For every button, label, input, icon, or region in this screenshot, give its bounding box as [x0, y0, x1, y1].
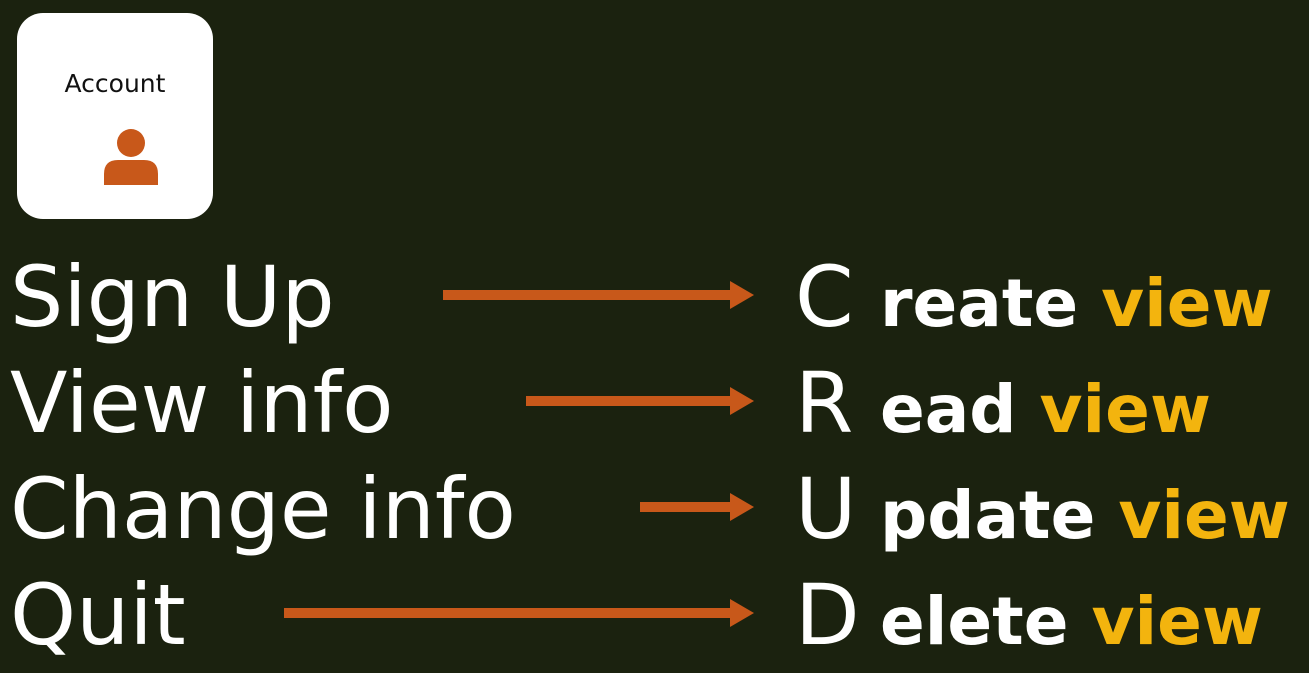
delete-word: elete	[880, 583, 1069, 660]
arrow-icon	[284, 599, 754, 627]
mapping-row-read: View info R ead view	[0, 353, 1309, 461]
change-info-label: Change info	[10, 460, 516, 558]
delete-letter: D	[795, 566, 860, 664]
read-letter: R	[795, 354, 854, 452]
view-keyword: view	[1091, 583, 1263, 660]
person-icon	[104, 129, 158, 185]
arrow-icon	[640, 493, 754, 521]
account-card-title: Account	[64, 69, 166, 98]
create-view-label: reate view	[880, 271, 1273, 337]
arrow-icon	[443, 281, 754, 309]
account-card[interactable]: Account	[17, 13, 213, 219]
mapping-row-create: Sign Up C reate view	[0, 247, 1309, 355]
create-word: reate	[880, 265, 1079, 342]
create-letter: C	[795, 248, 854, 346]
mapping-row-update: Change info U pdate view	[0, 459, 1309, 567]
view-keyword: view	[1039, 371, 1211, 448]
view-keyword: view	[1101, 265, 1273, 342]
update-letter: U	[795, 460, 857, 558]
view-info-label: View info	[10, 354, 394, 452]
sign-up-label: Sign Up	[10, 248, 335, 346]
update-word: pdate	[880, 477, 1096, 554]
update-view-label: pdate view	[880, 483, 1290, 549]
read-view-label: ead view	[880, 377, 1211, 443]
mapping-row-delete: Quit D elete view	[0, 565, 1309, 673]
read-word: ead	[880, 371, 1017, 448]
view-keyword: view	[1118, 477, 1290, 554]
arrow-icon	[526, 387, 754, 415]
delete-view-label: elete view	[880, 589, 1263, 655]
quit-label: Quit	[10, 566, 186, 664]
